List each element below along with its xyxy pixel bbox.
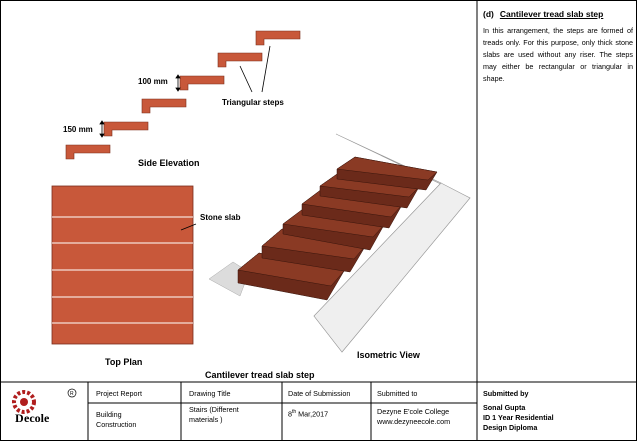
submitted-by-line-2: ID 1 Year Residential — [483, 413, 554, 422]
header-project-report: Project Report — [96, 389, 142, 398]
submitted-by-value: Sonal Gupta ID 1 Year Residential Design… — [483, 403, 554, 433]
dim-100mm: 100 mm — [138, 77, 168, 86]
project-line-1: Building — [96, 410, 122, 419]
date-day: 8 — [288, 409, 292, 419]
drawing-value: Stairs (Different materials ) — [189, 405, 239, 425]
submitted-to-value: Dezyne E'cole College www.dezyneecole.co… — [377, 407, 450, 427]
svg-text:R: R — [70, 391, 74, 397]
stone-slab-callout: Stone slab — [200, 213, 241, 222]
header-submitted-by: Submitted by — [483, 389, 529, 398]
side-step-5 — [217, 52, 263, 68]
dimension-arrows — [99, 74, 181, 138]
side-step-1 — [65, 144, 111, 160]
side-step-4 — [179, 75, 225, 91]
triangular-steps-callout: Triangular steps — [222, 98, 284, 107]
svg-text:ecole: ecole — [24, 411, 50, 425]
title-block-grid — [87, 382, 478, 441]
title-block: D ecole R Project Report Drawing Title D… — [0, 382, 637, 441]
triangular-steps-leaders — [239, 45, 271, 93]
description-heading: (d) Cantilever tread slab step — [483, 9, 603, 19]
date-value: 8th Mar,2017 — [288, 407, 328, 419]
description-panel: (d) Cantilever tread slab step In this ar… — [477, 0, 637, 382]
submitted-to-line-1: Dezyne E'cole College — [377, 407, 450, 416]
submitted-by-line-3: Design Diploma — [483, 423, 538, 432]
submitted-by-line-1: Sonal Gupta — [483, 403, 526, 412]
date-rest: Mar,2017 — [296, 409, 329, 419]
side-step-2 — [103, 121, 149, 137]
logo: D ecole R — [12, 388, 77, 425]
drawing-line-2: materials ) — [189, 415, 223, 424]
top-plan-slab — [51, 185, 197, 345]
project-line-2: Construction — [96, 420, 137, 429]
description-heading-text: Cantilever tread slab step — [499, 9, 604, 19]
header-date-of-submission: Date of Submission — [288, 389, 351, 398]
header-submitted-to: Submitted to — [377, 389, 418, 398]
project-value: Building Construction — [96, 410, 136, 430]
logo-gear-icon — [12, 390, 36, 414]
isometric-stair — [208, 133, 471, 353]
side-elevation-steps — [65, 30, 301, 160]
header-drawing-title: Drawing Title — [189, 389, 231, 398]
top-plan-title: Top Plan — [105, 357, 143, 367]
drawing-caption: Cantilever tread slab step — [205, 370, 315, 380]
side-step-3 — [141, 98, 187, 114]
dim-150mm: 150 mm — [63, 125, 93, 134]
description-label: (d) — [483, 9, 494, 19]
submitted-to-line-2: www.dezyneecole.com — [377, 417, 451, 426]
isometric-title: Isometric View — [357, 350, 420, 360]
description-body: In this arrangement, the steps are forme… — [483, 26, 633, 83]
side-elevation-title: Side Elevation — [138, 158, 200, 168]
date-suffix: th — [292, 409, 297, 415]
drawing-line-1: Stairs (Different — [189, 405, 239, 414]
side-step-6 — [255, 30, 301, 46]
svg-text:D: D — [15, 411, 24, 425]
